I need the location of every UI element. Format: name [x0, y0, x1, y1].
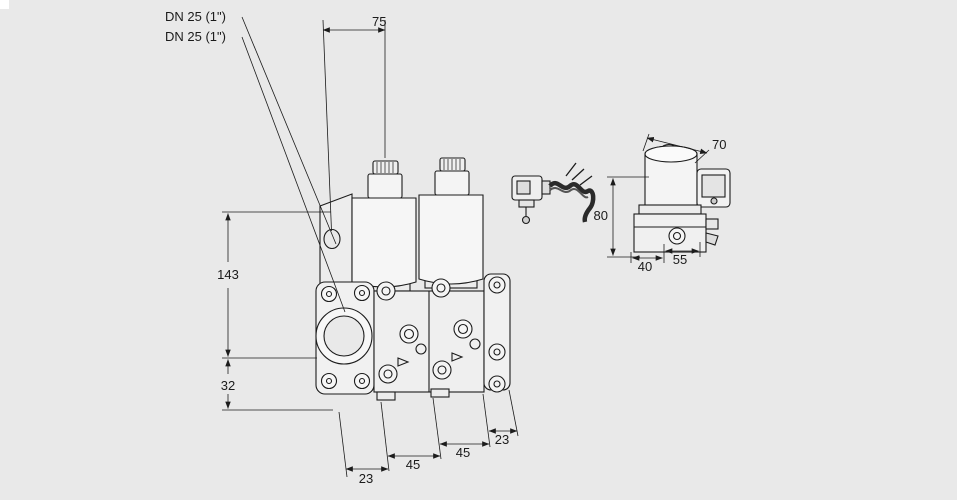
flow-arrow-icon: [397, 357, 410, 367]
dim-label-143: 143: [217, 267, 239, 282]
dimensions-bottom: [338, 389, 519, 478]
dim-label-70: 70: [712, 137, 726, 152]
labels: DN 25 (1") DN 25 (1") 75 143 32 23 45 45…: [165, 9, 726, 486]
dim-label-23-right: 23: [495, 432, 509, 447]
dimension-143: [222, 211, 331, 359]
dim-label-75: 75: [372, 14, 386, 29]
solenoid-coil-left: [351, 160, 417, 292]
main-view: [315, 157, 511, 401]
page-corner-artifact: [0, 0, 9, 9]
dimension-32: [222, 359, 333, 411]
dimension-40: [630, 244, 665, 263]
cable: [548, 180, 596, 223]
dim-label-23-left: 23: [359, 471, 373, 486]
wire-ends: [565, 162, 593, 186]
dim-label-80: 80: [594, 208, 608, 223]
side-view: [633, 143, 731, 253]
dimension-75: [322, 19, 386, 232]
dim-label-45-right: 45: [456, 445, 470, 460]
valve-body: [315, 273, 511, 401]
dimension-55: [665, 242, 701, 257]
dim-label-45-left: 45: [406, 457, 420, 472]
port-label-top: DN 25 (1"): [165, 9, 226, 24]
leader-lines-dn: [241, 16, 346, 313]
dim-label-55: 55: [673, 252, 687, 267]
port-label-bottom: DN 25 (1"): [165, 29, 226, 44]
cable-plug-assembly: [511, 162, 596, 225]
flow-arrow-icon: [451, 352, 464, 362]
dim-label-40: 40: [638, 259, 652, 274]
dimensions: [222, 16, 710, 478]
dim-label-32: 32: [221, 378, 235, 393]
solenoid-coil-right: [418, 157, 484, 289]
dimension-70: [642, 133, 710, 164]
